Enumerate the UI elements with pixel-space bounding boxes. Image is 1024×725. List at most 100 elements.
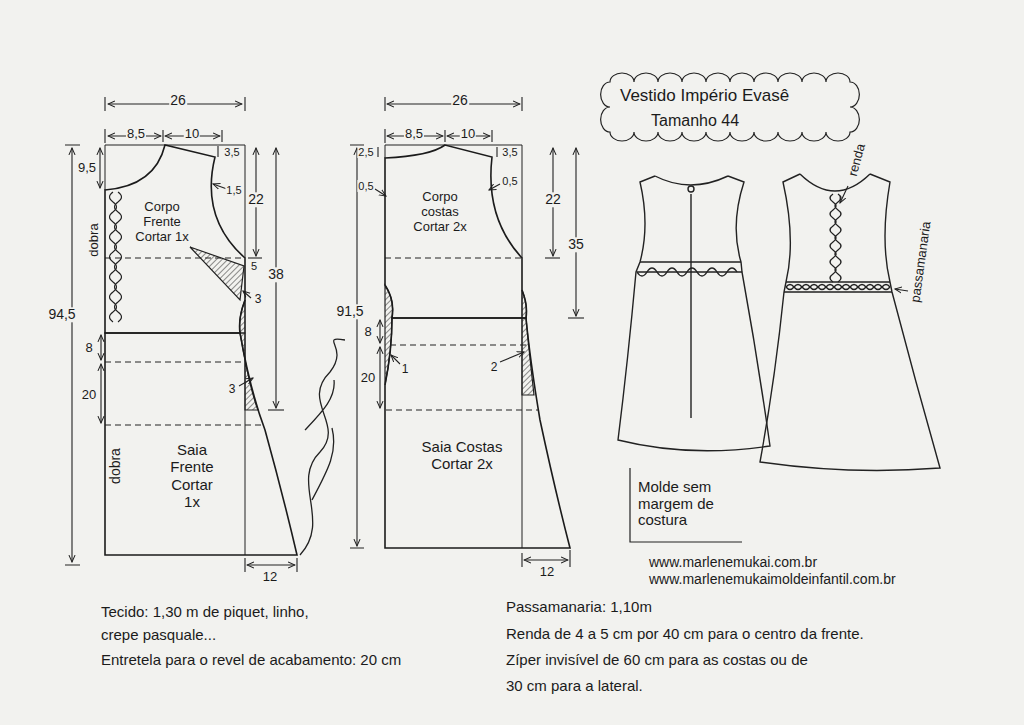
dimension-line [217,146,218,157]
lace-trim [110,192,117,322]
dimension: 9,5 [77,161,97,175]
draft-lines [105,145,245,555]
pattern-piece: Corpo costas Cortar 2x [380,140,532,323]
title-cloud [601,73,860,141]
dress-front-illustration [784,282,892,292]
material-note: Entretela para o revel de acabamento: 20… [100,652,402,669]
hatched-area [190,247,244,300]
dimension: 5 [250,260,258,272]
dimension: 35 [567,237,585,252]
dimension-line [379,320,380,343]
leader-line [840,186,848,203]
dimension: 94,5 [47,307,76,322]
dimension-line [350,145,364,548]
size-label: Tamanho 44 [650,112,740,130]
dimension: 0,5 [501,175,518,187]
draft-lines [385,145,522,548]
dimension: 3,5 [223,146,240,158]
dimension-line [575,148,576,316]
piece-outline [380,313,575,553]
dimension: 91,5 [335,304,364,319]
material-note: crepe pasquale... [100,627,217,644]
piece-name: Saia Frente Cortar 1x [164,441,220,510]
lace-trim [110,192,122,322]
dimension: 22 [544,192,562,207]
dress-front-illustration [786,285,890,290]
dimension-line [268,409,284,410]
note: Molde sem margem de costura [637,479,751,529]
dimension-line [100,364,101,423]
website: www.marlenemukaimoldeinfantil.com.br [648,572,897,587]
dimension: 8 [363,325,372,339]
material-note: Zíper invisível de 60 cm para as costas … [505,652,809,669]
piece-name: Corpo costas Cortar 2x [407,190,473,235]
website: www.marlenemukai.com.br [648,555,818,570]
dress-back-illustration [618,176,770,451]
material-note: Tecido: 1,30 m de piquet, linho, [100,604,310,621]
dimension: 8 [84,341,93,355]
dimension: 8,5 [404,127,424,141]
dimension: 0,5 [357,180,374,192]
pattern-piece: Corpo Frente Cortar 1x [100,140,250,338]
dress-back-illustration [690,194,691,418]
dimension-line [545,257,560,258]
dress-front-illustration [760,174,940,470]
dimension-line [100,335,101,360]
dimension-line [568,317,584,318]
pattern-piece: Saia Frente Cortar 1x [100,328,302,560]
material-note: 30 cm para a lateral. [505,678,644,695]
dimension: 3 [228,383,237,396]
dress-back-illustration [688,186,694,192]
dimension: 1,5 [225,184,242,196]
draft-lines [105,145,522,555]
dimension: 20 [81,388,97,402]
dimension-line [379,347,380,408]
dimension: 22 [247,192,265,207]
title-cloud [601,73,860,141]
dimension: 20 [360,371,376,385]
dress-back-illustration [618,176,770,451]
dashed-line [385,258,538,410]
dimension-line [247,564,295,565]
dimension-line [65,145,80,565]
dimension: 26 [169,93,187,108]
dimension-line [99,148,100,188]
dimension-line [65,97,584,572]
hatched-area [190,247,534,410]
dress-front-illustration [835,194,841,282]
leader-line [895,289,908,291]
dimension-line [71,148,72,562]
pattern-title: Vestido Império Evasê [620,87,789,106]
callout-label: renda [846,141,869,179]
fold-label: dobra [87,222,101,257]
dashed-line [105,258,538,425]
dimension: 3 [254,293,263,306]
piece-name: Saia Costas Cortar 2x [412,438,512,473]
dimension: 10 [184,127,200,141]
piece-outline [105,333,297,555]
piece-name: Corpo Frente Cortar 1x [134,200,190,245]
dimension: 26 [451,93,469,108]
dimension: 38 [267,267,285,282]
dimension: 12 [539,565,555,579]
dimension-line [500,352,524,362]
dimension: 2,5 [357,146,374,158]
dimension: 2 [490,361,499,374]
piece-outline [385,318,570,548]
dimension: 12 [262,570,278,584]
dress-back-illustration [637,268,737,276]
piece-outline [105,145,245,333]
dimension-line [496,147,497,157]
dress-front-illustration [786,285,890,290]
material-note: Renda de 4 a 5 cm por 40 cm para o centr… [505,626,865,643]
dimension-line [377,147,378,157]
pattern-piece: Saia Costas Cortar 2x [380,313,575,553]
piece-outline [385,145,527,318]
dimension-line [524,559,568,560]
fold-label: dobra [108,447,123,485]
signature [300,339,345,555]
dimension-line [391,355,400,364]
dimension: 10 [460,127,476,141]
dimension: 8,5 [126,127,146,141]
